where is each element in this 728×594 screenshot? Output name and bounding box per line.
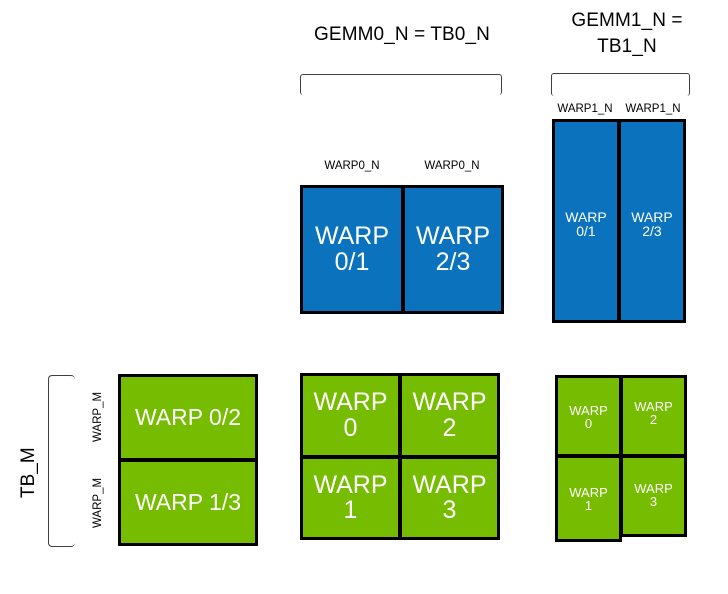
gemm0-tile: WARP 0/1 WARP 2/3 [300,185,504,314]
warp-cell-green-center-1-label: WARP 2 [412,388,487,442]
warp-cell-green-right-2-label: WARP 1 [569,485,608,514]
warp0-n-label-left: WARP0_N [324,160,380,172]
gemm0-title: GEMM0_N = TB0_N [314,24,490,45]
warp-cell-green-right-0[interactable]: WARP 0 [555,375,622,457]
warp-cell-blue-right-0-label: WARP 0/1 [565,209,607,240]
gemm1-title-line2: TB1_N [597,36,657,57]
warp-cell-green-center-2-label: WARP 1 [313,470,388,524]
warp-cell-blue-right-0[interactable]: WARP 0/1 [552,119,620,323]
warp-cell-green-center-2[interactable]: WARP 1 [300,456,401,540]
gemm1-title-line1: GEMM1_N = [571,10,683,31]
tb-m-tile: WARP 0/2 WARP 1/3 [118,374,258,546]
gemm0-warp-grid: WARP 0 WARP 2 WARP 1 WARP 3 [300,373,500,540]
gemm1-tile: WARP 0/1 WARP 2/3 [552,119,686,323]
gemm1-span-bracket [551,73,690,96]
warp-cell-blue-0-label: WARP 0/1 [314,222,390,276]
warp-m-label-bottom: WARP_M [92,477,104,528]
warp-cell-green-center-1[interactable]: WARP 2 [399,373,500,458]
warp-m-label-top: WARP_M [92,391,104,442]
warp-cell-green-center-3[interactable]: WARP 3 [399,456,500,540]
warp-cell-blue-right-1-label: WARP 2/3 [631,209,673,240]
warp-cell-blue-1[interactable]: WARP 2/3 [402,185,504,314]
warp-cell-green-right-3-label: WARP 3 [634,481,673,510]
warp-cell-green-left-0-label: WARP 0/2 [134,403,242,430]
warp-cell-green-left-0[interactable]: WARP 0/2 [118,374,258,461]
gemm0-span-bracket [300,74,502,95]
tb-m-axis-title: TB_M [18,447,39,498]
warp0-n-label-right: WARP0_N [424,160,480,172]
warp-cell-green-center-3-label: WARP 3 [412,470,487,524]
warp1-n-label-left: WARP1_N [557,103,613,115]
warp1-n-label-right: WARP1_N [625,103,681,115]
gemm1-warp-grid: WARP 0 WARP 2 WARP 1 WARP 3 [555,375,687,542]
warp-cell-blue-0[interactable]: WARP 0/1 [300,185,404,314]
warp-cell-blue-1-label: WARP 2/3 [415,222,491,276]
warp-cell-green-right-1[interactable]: WARP 2 [620,375,687,457]
warp-cell-green-right-2[interactable]: WARP 1 [555,455,622,542]
tb-m-bracket [48,375,75,547]
warp-cell-green-right-3[interactable]: WARP 3 [620,455,687,537]
warp-cell-green-center-0[interactable]: WARP 0 [300,373,401,458]
warp-cell-green-right-1-label: WARP 2 [634,399,673,428]
warp-cell-green-center-0-label: WARP 0 [313,388,388,442]
warp-cell-green-left-1[interactable]: WARP 1/3 [118,459,258,546]
warp-cell-green-right-0-label: WARP 0 [569,403,608,432]
warp-cell-blue-right-1[interactable]: WARP 2/3 [618,119,686,323]
warp-cell-green-left-1-label: WARP 1/3 [134,488,242,515]
